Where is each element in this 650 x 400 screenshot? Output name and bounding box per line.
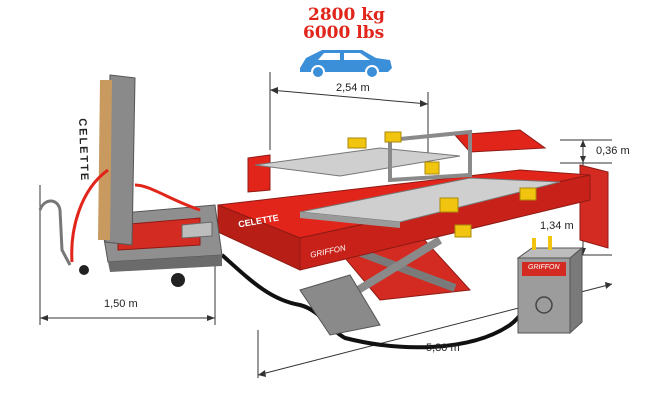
- dim-height-top: 0,36 m: [596, 145, 630, 157]
- hydraulic-hose: [220, 253, 542, 350]
- dim-platform-length: 2,54 m: [336, 82, 370, 94]
- capacity-lbs: 6000 lbs: [303, 23, 385, 43]
- tower-column: [38, 74, 201, 266]
- capacity-kg: 2800 kg: [308, 5, 385, 25]
- sill-clamps: [347, 131, 537, 238]
- car-icon: [300, 50, 392, 79]
- platform-decks: [254, 129, 561, 228]
- pump-model-text: GRIFFON: [528, 264, 560, 271]
- dim-tower-reach: 1,50 m: [104, 298, 138, 310]
- dim-total-length: 5,80 m: [426, 342, 460, 354]
- tower-brand-text: CELETTE: [76, 118, 91, 183]
- dim-height-side: 1,34 m: [540, 220, 574, 232]
- hydraulic-pump: [516, 236, 584, 335]
